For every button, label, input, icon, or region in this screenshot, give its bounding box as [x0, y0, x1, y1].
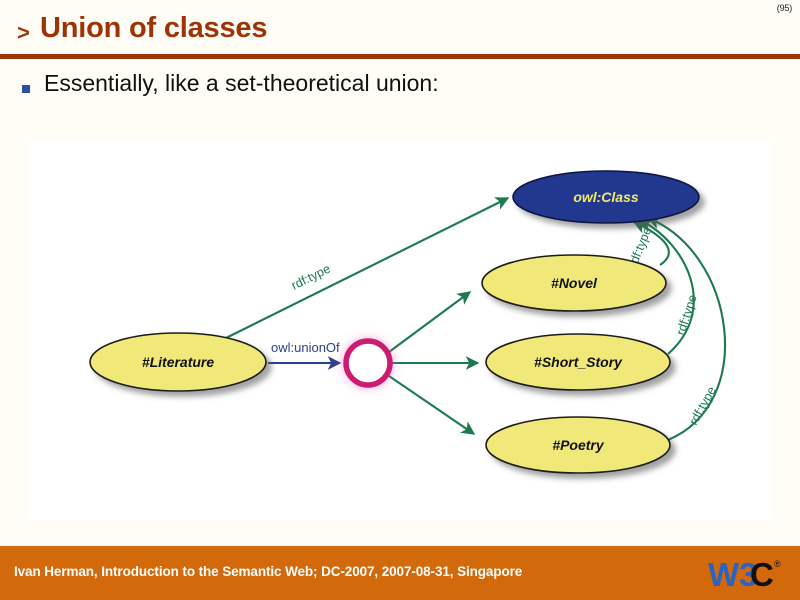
- edge-union-novel: [388, 291, 472, 353]
- bullet-square-icon: [22, 85, 30, 93]
- node-literature[interactable]: #Literature: [89, 332, 267, 392]
- node-literature-shape[interactable]: [89, 332, 267, 392]
- node-novel[interactable]: #Novel: [481, 254, 667, 312]
- rdf-graph-diagram: rdf:type owl:unionOf rdf:type: [28, 140, 772, 520]
- w3c-logo-c: C: [750, 556, 774, 593]
- slide-footer: Ivan Herman, Introduction to the Semanti…: [0, 546, 800, 600]
- node-short-story-shape[interactable]: [485, 333, 671, 391]
- edge-literature-rdftype: rdf:type: [225, 197, 510, 339]
- bullet-list-item: Essentially, like a set-theoretical unio…: [0, 70, 760, 104]
- footer-caption: Ivan Herman, Introduction to the Semanti…: [14, 564, 523, 579]
- node-union-anonymous[interactable]: [343, 338, 393, 388]
- diagram-svg: rdf:type owl:unionOf rdf:type: [89, 170, 726, 474]
- w3c-logo: W3 C ®: [708, 556, 781, 593]
- header-divider: [0, 54, 800, 59]
- node-owl-class-label: owl:Class: [573, 189, 639, 205]
- node-union-circle-shape[interactable]: [343, 338, 393, 388]
- node-novel-shape[interactable]: [481, 254, 667, 312]
- node-short-story[interactable]: #Short_Story: [485, 333, 671, 391]
- edge-label-poetry-rdftype: rdf:type: [686, 384, 718, 427]
- node-owl-class-shape[interactable]: [512, 170, 700, 224]
- node-poetry-shape[interactable]: [485, 416, 671, 474]
- node-novel-label: #Novel: [551, 275, 598, 291]
- bullet-item-label: Essentially, like a set-theoretical unio…: [44, 70, 439, 96]
- page-title: Union of classes: [40, 12, 268, 44]
- edge-label-short-story-rdftype: rdf:type: [674, 293, 700, 337]
- page-number: (95): [776, 3, 792, 13]
- w3c-logo-w3: W3: [708, 556, 758, 593]
- edge-label-owl-unionof: owl:unionOf: [271, 340, 340, 355]
- edge-union-poetry: [388, 375, 476, 435]
- edge-literature-unionof: owl:unionOf: [268, 340, 342, 370]
- node-literature-label: #Literature: [142, 354, 215, 370]
- node-short-story-label: #Short_Story: [534, 354, 623, 370]
- node-poetry[interactable]: #Poetry: [485, 416, 671, 474]
- title-chevron-icon: >: [17, 20, 30, 45]
- node-poetry-label: #Poetry: [552, 437, 605, 453]
- w3c-logo-registered-icon: ®: [774, 559, 781, 569]
- node-owl-class[interactable]: owl:Class: [512, 170, 700, 224]
- slide-header: > Union of classes: [0, 8, 800, 54]
